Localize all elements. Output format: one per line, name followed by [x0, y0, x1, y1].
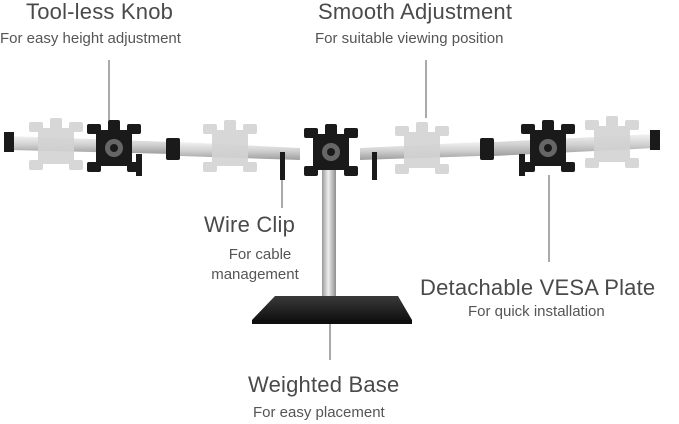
clip-subtitle-line1: For cable: [228, 246, 292, 263]
clip-title: Wire Clip: [204, 212, 296, 237]
weighted-base: [252, 296, 412, 324]
knob-title: Tool-less Knob: [26, 0, 174, 24]
knob-subtitle: For easy height adjustment: [0, 30, 181, 47]
base-title: Weighted Base: [248, 372, 400, 397]
vesa-plate-center: [304, 124, 358, 176]
base-subtitle: For easy placement: [253, 404, 385, 421]
vesa-plate-left: [87, 120, 142, 176]
smooth-subtitle: For suitable viewing position: [315, 30, 504, 47]
center-pole: [322, 168, 336, 302]
clip-subtitle-line2: management: [211, 266, 299, 283]
vesa-title: Detachable VESA Plate: [420, 275, 656, 300]
wire-clip-left: [280, 152, 285, 180]
vesa-subtitle: For quick installation: [468, 303, 605, 320]
smooth-title: Smooth Adjustment: [318, 0, 513, 24]
vesa-plate-right: [519, 120, 575, 176]
wire-clip-right: [372, 152, 377, 180]
